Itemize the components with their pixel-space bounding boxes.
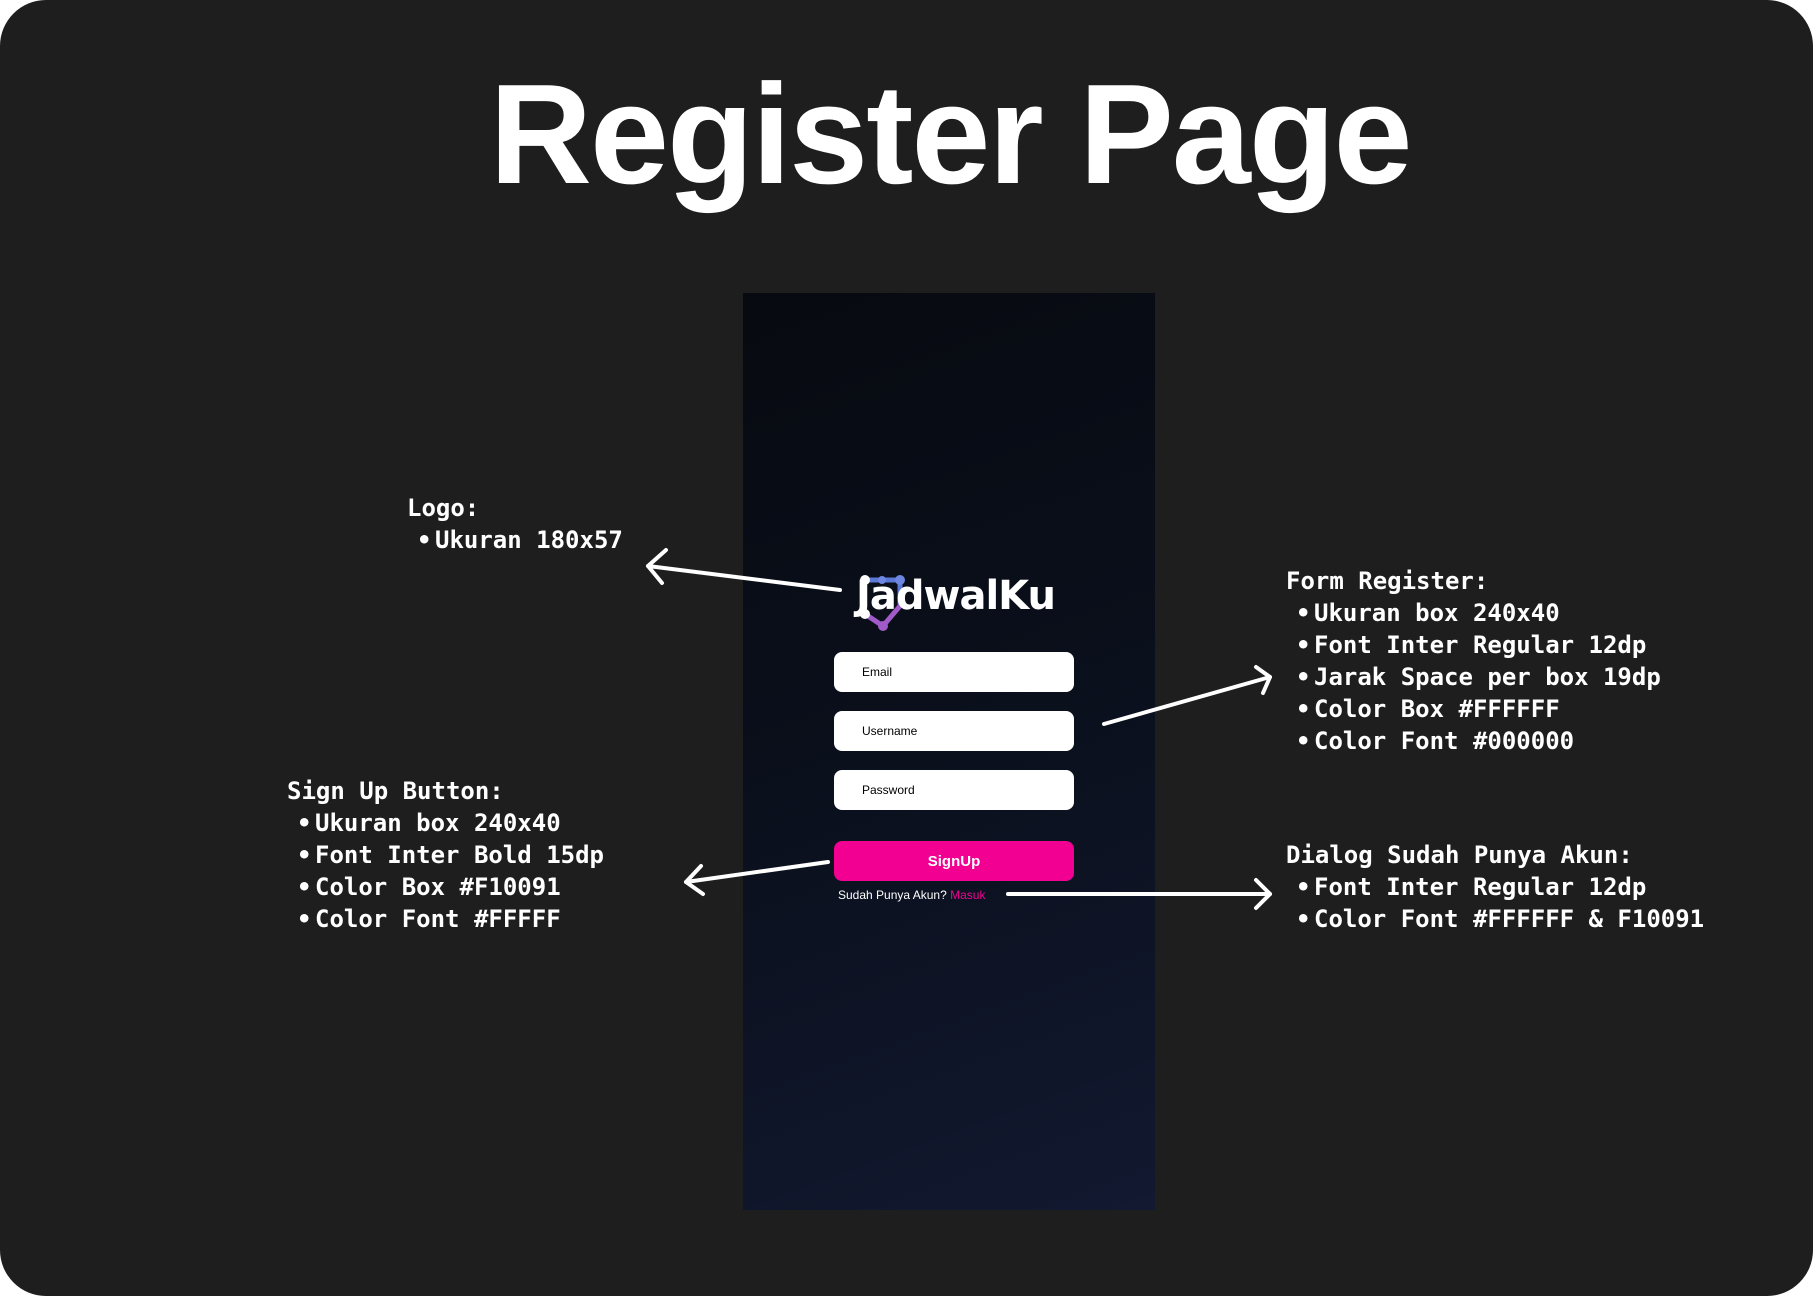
have-account-text: Sudah Punya Akun? bbox=[838, 888, 947, 902]
signup-annotation-heading: Sign Up Button: bbox=[287, 777, 504, 805]
signup-annotation-item: Ukuran box 240x40 bbox=[287, 807, 604, 839]
logo-wordmark: JadwalKu bbox=[856, 573, 1056, 619]
page-title: Register Page bbox=[489, 55, 1412, 214]
login-link[interactable]: Masuk bbox=[950, 888, 986, 902]
username-placeholder: Username bbox=[862, 724, 918, 738]
dialog-annotation: Dialog Sudah Punya Akun: Font Inter Regu… bbox=[1286, 839, 1704, 935]
signup-annotation-item: Color Font #FFFFF bbox=[287, 903, 604, 935]
dialog-arrow-icon bbox=[1006, 878, 1272, 910]
app-logo: JadwalKu bbox=[856, 572, 1056, 636]
form-annotation-item: Color Font #000000 bbox=[1286, 725, 1661, 757]
form-arrow-icon bbox=[1102, 665, 1272, 726]
email-field[interactable]: Email bbox=[834, 652, 1074, 692]
signup-annotation-item: Color Box #F10091 bbox=[287, 871, 604, 903]
form-annotation-item: Jarak Space per box 19dp bbox=[1286, 661, 1661, 693]
dialog-annotation-heading: Dialog Sudah Punya Akun: bbox=[1286, 841, 1633, 869]
have-account-dialog: Sudah Punya Akun? Masuk bbox=[838, 888, 985, 902]
username-field[interactable]: Username bbox=[834, 711, 1074, 751]
signup-button[interactable]: SignUp bbox=[834, 841, 1074, 881]
dialog-annotation-item: Font Inter Regular 12dp bbox=[1286, 871, 1704, 903]
form-annotation: Form Register: Ukuran box 240x40 Font In… bbox=[1286, 565, 1661, 757]
form-annotation-item: Color Box #FFFFFF bbox=[1286, 693, 1661, 725]
form-annotation-item: Ukuran box 240x40 bbox=[1286, 597, 1661, 629]
signup-annotation: Sign Up Button: Ukuran box 240x40 Font I… bbox=[287, 775, 604, 935]
signup-arrow-icon bbox=[684, 860, 830, 896]
email-placeholder: Email bbox=[862, 665, 893, 679]
form-annotation-item: Font Inter Regular 12dp bbox=[1286, 629, 1661, 661]
signup-annotation-item: Font Inter Bold 15dp bbox=[287, 839, 604, 871]
password-field[interactable]: Password bbox=[834, 770, 1074, 810]
logo-network-icon bbox=[860, 575, 905, 631]
phone-mockup bbox=[743, 293, 1155, 1210]
password-placeholder: Password bbox=[862, 783, 915, 797]
dialog-annotation-item: Color Font #FFFFFF & F10091 bbox=[1286, 903, 1704, 935]
logo-annotation-heading: Logo: bbox=[407, 494, 480, 522]
form-annotation-heading: Form Register: bbox=[1286, 567, 1489, 595]
logo-annotation: Logo: Ukuran 180x57 bbox=[407, 492, 623, 556]
logo-arrow-icon bbox=[646, 548, 842, 592]
signup-button-label: SignUp bbox=[927, 852, 981, 870]
logo-annotation-item: Ukuran 180x57 bbox=[407, 524, 623, 556]
